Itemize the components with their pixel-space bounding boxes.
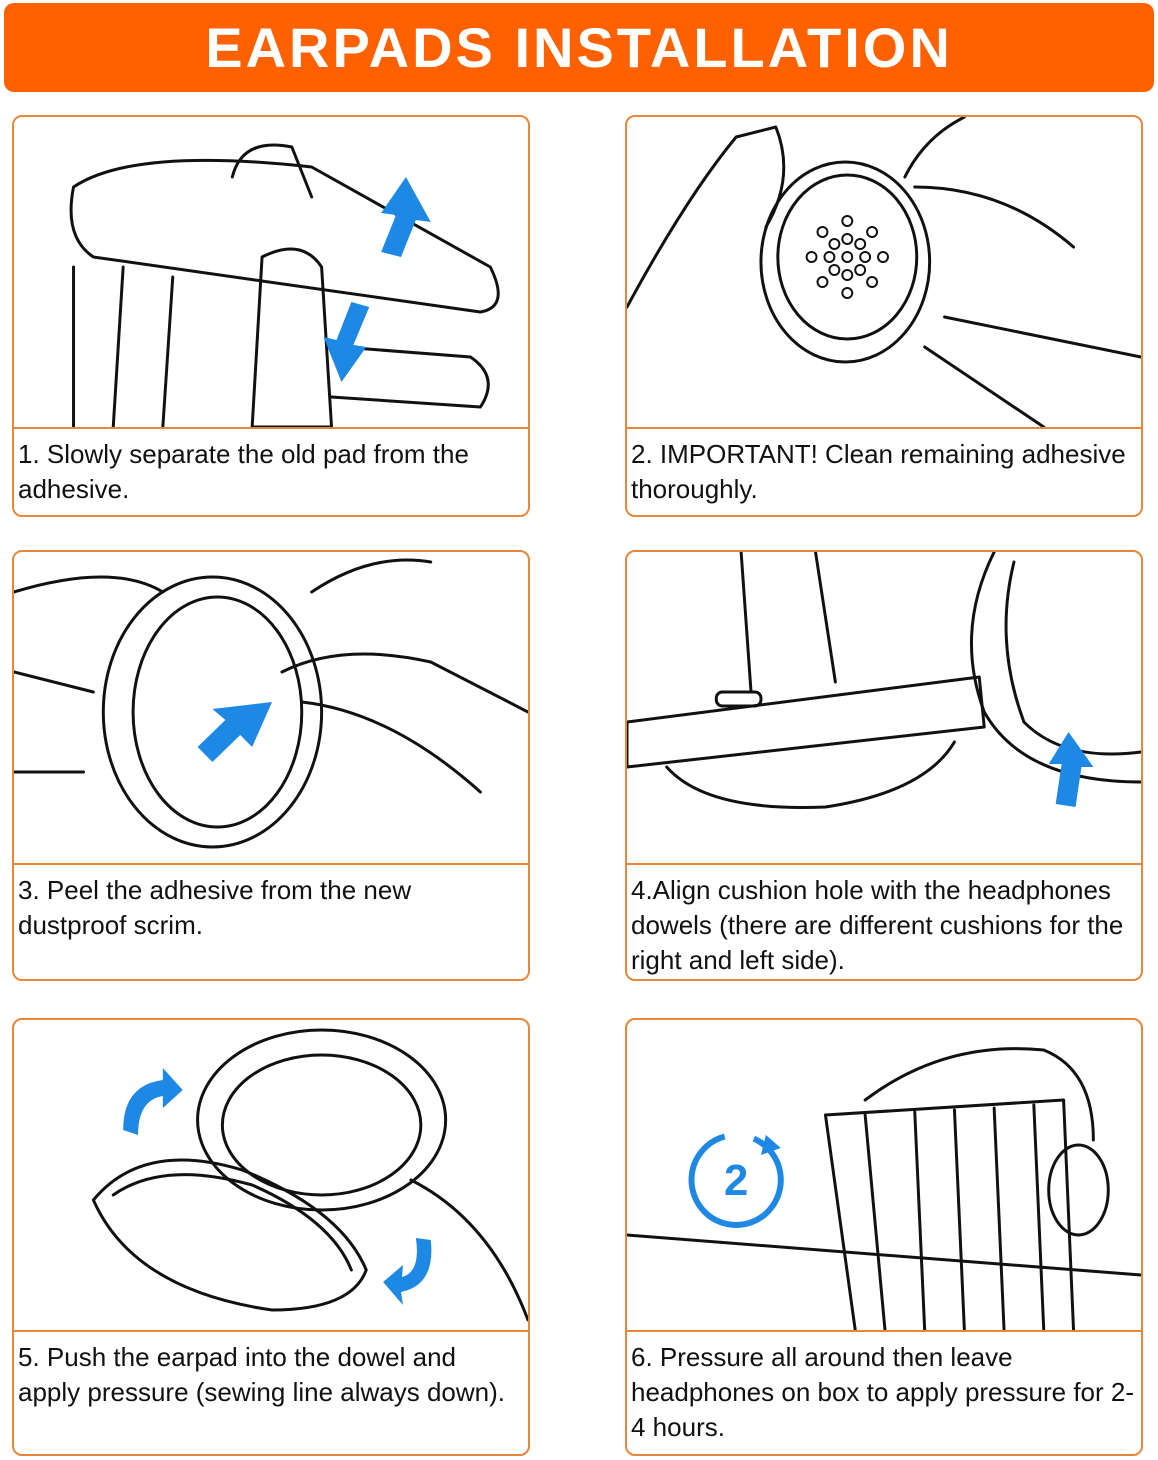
step-2-illustration bbox=[627, 117, 1141, 429]
speaker-hole bbox=[823, 251, 836, 263]
speaker-hole bbox=[866, 226, 879, 238]
step-3-panel: 3. Peel the adhesive from the new dustpr… bbox=[12, 550, 530, 981]
speaker-hole bbox=[854, 264, 867, 276]
speaker-hole bbox=[854, 238, 867, 250]
arrow-up-icon bbox=[381, 177, 431, 257]
speaker-hole bbox=[828, 238, 841, 250]
arrow-down-icon bbox=[323, 302, 370, 382]
title-banner: EARPADS INSTALLATION bbox=[4, 3, 1154, 92]
timer-icon-label: 2 bbox=[724, 1156, 748, 1205]
step-5-caption: 5. Push the earpad into the dowel and ap… bbox=[18, 1342, 506, 1407]
step-6-illustration: 2 bbox=[627, 1020, 1141, 1332]
page-title: EARPADS INSTALLATION bbox=[205, 16, 953, 79]
arrow-up-icon bbox=[1048, 732, 1094, 807]
step-1-caption: 1. Slowly separate the old pad from the … bbox=[18, 439, 469, 504]
arrow-diagonal-icon bbox=[197, 702, 272, 762]
step-4-panel: 4.Align cushion hole with the headphones… bbox=[625, 550, 1143, 981]
rotate-arrow-icon bbox=[383, 1238, 432, 1305]
speaker-hole bbox=[816, 226, 829, 238]
speaker-hole bbox=[859, 251, 872, 263]
step-6-caption: 6. Pressure all around then leave headph… bbox=[631, 1342, 1135, 1442]
speaker-hole bbox=[866, 276, 879, 288]
step-3-caption: 3. Peel the adhesive from the new dustpr… bbox=[18, 875, 412, 940]
step-1-illustration bbox=[14, 117, 528, 429]
rotate-arrow-icon bbox=[123, 1068, 183, 1135]
step-3-illustration bbox=[14, 552, 528, 865]
speaker-hole bbox=[828, 264, 841, 276]
speaker-hole bbox=[877, 251, 889, 263]
step-4-caption: 4.Align cushion hole with the headphones… bbox=[631, 875, 1124, 975]
speaker-hole bbox=[841, 269, 854, 281]
step-6-panel: 2 6. Pressure all around then leave head… bbox=[625, 1018, 1143, 1456]
step-4-illustration bbox=[627, 552, 1141, 865]
speaker-hole bbox=[841, 215, 854, 227]
step-5-panel: 5. Push the earpad into the dowel and ap… bbox=[12, 1018, 530, 1456]
step-5-illustration bbox=[14, 1020, 528, 1332]
step-2-caption: 2. IMPORTANT! Clean remaining adhesive t… bbox=[631, 439, 1126, 504]
speaker-hole bbox=[841, 233, 854, 245]
step-1-panel: 1. Slowly separate the old pad from the … bbox=[12, 115, 530, 517]
speaker-hole bbox=[816, 276, 829, 288]
speaker-hole bbox=[841, 251, 854, 263]
speaker-hole bbox=[841, 287, 854, 299]
speaker-hole bbox=[805, 251, 818, 263]
step-2-panel: 2. IMPORTANT! Clean remaining adhesive t… bbox=[625, 115, 1143, 517]
speaker-holes-icon bbox=[805, 215, 889, 299]
